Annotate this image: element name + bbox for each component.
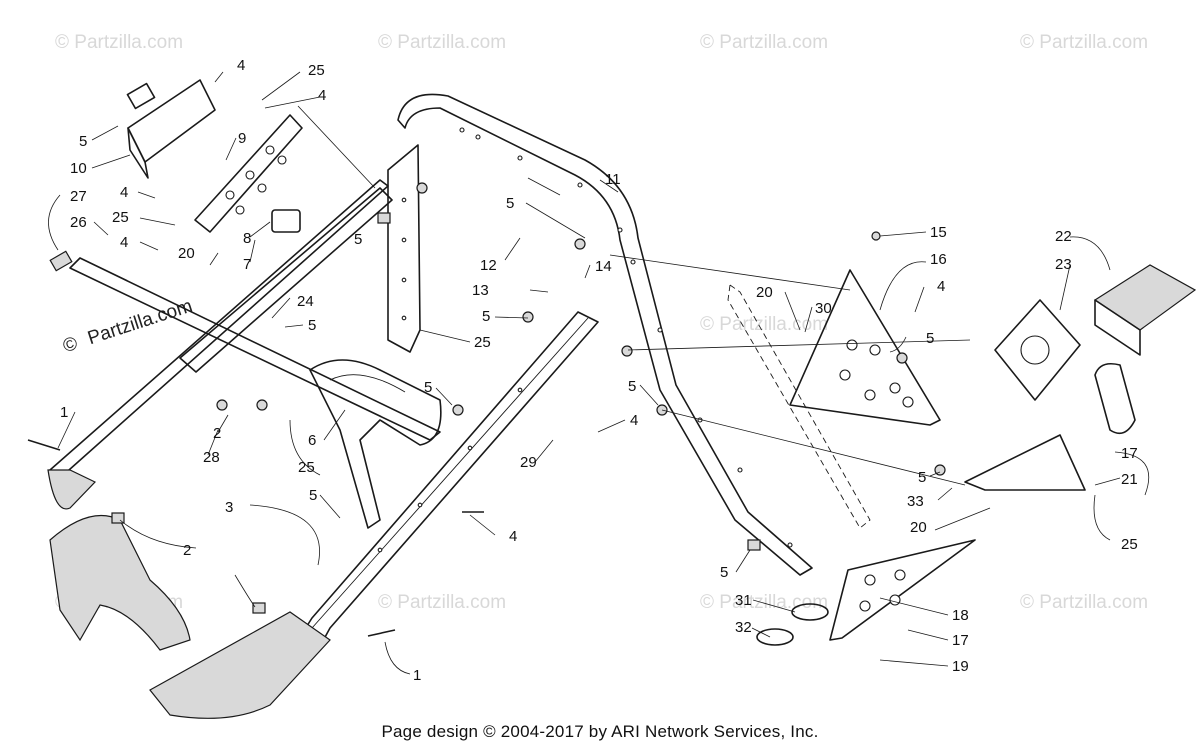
callout-number: 5: [424, 379, 432, 396]
watermark-text: © Partzilla.com: [1020, 592, 1148, 613]
callout-number: 2: [183, 542, 191, 559]
callout-number: 14: [595, 258, 612, 275]
callout-number: 5: [918, 469, 926, 486]
callout-number: 5: [309, 487, 317, 504]
callout-number: 20: [756, 284, 773, 301]
callout-labels: 4 25 4 5 10 9 27 4 26 25 8 4 20 7 5 11 5…: [60, 57, 1138, 684]
leader-lines: [48, 71, 1150, 675]
callout-number: 24: [297, 293, 314, 310]
copyright-symbol: ©: [60, 333, 80, 357]
callout-number: 4: [318, 87, 326, 104]
callout-number: 5: [482, 308, 490, 325]
watermarks: © Partzilla.com © Partzilla.com © Partzi…: [55, 32, 1148, 613]
callout-number: 23: [1055, 256, 1072, 273]
upper-cross-member: [47, 179, 441, 510]
callout-number: 28: [203, 449, 220, 466]
callout-number: 5: [79, 133, 87, 150]
callout-number: 19: [952, 658, 969, 675]
callout-number: 5: [308, 317, 316, 334]
callout-number: 4: [509, 528, 517, 545]
callout-number: 9: [238, 130, 246, 147]
hose-clamps: [756, 603, 829, 646]
callout-number: 17: [1121, 445, 1138, 462]
watermark-text: © Partzilla.com: [700, 32, 828, 53]
callout-number: 26: [70, 214, 87, 231]
relay: [271, 209, 301, 233]
callout-number: 4: [630, 412, 638, 429]
callout-number: 8: [243, 230, 251, 247]
fasteners: [27, 182, 946, 637]
callout-number: 4: [937, 278, 945, 295]
callout-number: 4: [120, 234, 128, 251]
watermark-text: © Partzilla.com: [700, 592, 828, 613]
callout-number: 27: [70, 188, 87, 205]
callout-number: 13: [472, 282, 489, 299]
callout-number: 5: [926, 330, 934, 347]
callout-number: 12: [480, 257, 497, 274]
callout-number: 5: [720, 564, 728, 581]
watermark-text: © Partzilla.com: [378, 32, 506, 53]
left-frame-leg: [387, 144, 421, 353]
callout-number: 21: [1121, 471, 1138, 488]
callout-number: 1: [413, 667, 421, 684]
callout-number: 22: [1055, 228, 1072, 245]
callout-number: 6: [308, 432, 316, 449]
lower-right-plate: [829, 539, 976, 641]
callout-number: 5: [506, 195, 514, 212]
callout-number: 5: [628, 378, 636, 395]
callout-number: 25: [298, 459, 315, 476]
callout-number: 3: [225, 499, 233, 516]
callout-number: 10: [70, 160, 87, 177]
mounting-plate: [194, 114, 303, 233]
watermark-text: © Partzilla.com: [378, 592, 506, 613]
callout-number: 25: [308, 62, 325, 79]
callout-number: 1: [60, 404, 68, 421]
callout-number: 20: [910, 519, 927, 536]
callout-number: 29: [520, 454, 537, 471]
callout-number: 15: [930, 224, 947, 241]
callout-number: 5: [354, 231, 362, 248]
callout-number: 25: [112, 209, 129, 226]
callout-number: 20: [178, 245, 195, 262]
callout-number: 25: [474, 334, 491, 351]
watermark-text: Partzilla.com: [85, 296, 195, 350]
callout-number: 31: [735, 592, 752, 609]
page-footer-credit: Page design © 2004-2017 by ARI Network S…: [381, 722, 819, 741]
callout-number: 4: [237, 57, 245, 74]
callout-number: 30: [815, 300, 832, 317]
dashed-panel: [727, 284, 871, 529]
callout-number: 32: [735, 619, 752, 636]
roll-bar-frame: [397, 93, 813, 576]
callout-number: 33: [907, 493, 924, 510]
right-bracket: [964, 434, 1086, 491]
callout-number: 25: [1121, 536, 1138, 553]
watermark-text: © Partzilla.com: [1020, 32, 1148, 53]
left-frame-casting: [49, 514, 331, 719]
callout-number: 16: [930, 251, 947, 268]
component-box: [994, 264, 1197, 435]
callout-number: 18: [952, 607, 969, 624]
callout-number: 2: [213, 425, 221, 442]
watermark-text: © Partzilla.com: [55, 32, 183, 53]
electrical-module: [126, 79, 216, 179]
right-panel: [789, 269, 941, 426]
seat-bracket: [309, 359, 442, 529]
callout-number: 17: [952, 632, 969, 649]
callout-number: 11: [605, 171, 621, 188]
callout-number: 7: [243, 256, 251, 273]
callout-number: 4: [120, 184, 128, 201]
